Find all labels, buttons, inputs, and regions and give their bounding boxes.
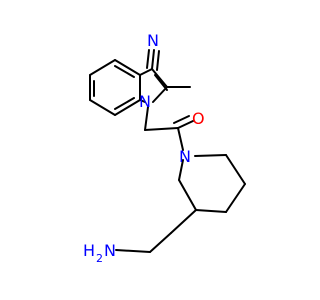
carbonyl-oxygen-label: O (192, 109, 205, 128)
benzene-ring (89, 59, 141, 116)
piperidine-nitrogen-label: N (179, 147, 191, 166)
piperidine-ring (178, 154, 246, 213)
aminoethyl-chain (115, 209, 197, 253)
nitrile-nitrogen-label: N (147, 31, 159, 50)
indole-nitrogen-label: N (139, 92, 151, 111)
amine-h-label: H (83, 241, 95, 260)
amine-nitrogen-label: N (104, 241, 116, 260)
linker-chain (144, 106, 194, 151)
molecule-structure: N N O N H 2 N (83, 31, 246, 265)
nitrile-group (146, 49, 160, 71)
pyrrole-ring (139, 68, 168, 103)
amine-subscript-label: 2 (96, 252, 103, 265)
